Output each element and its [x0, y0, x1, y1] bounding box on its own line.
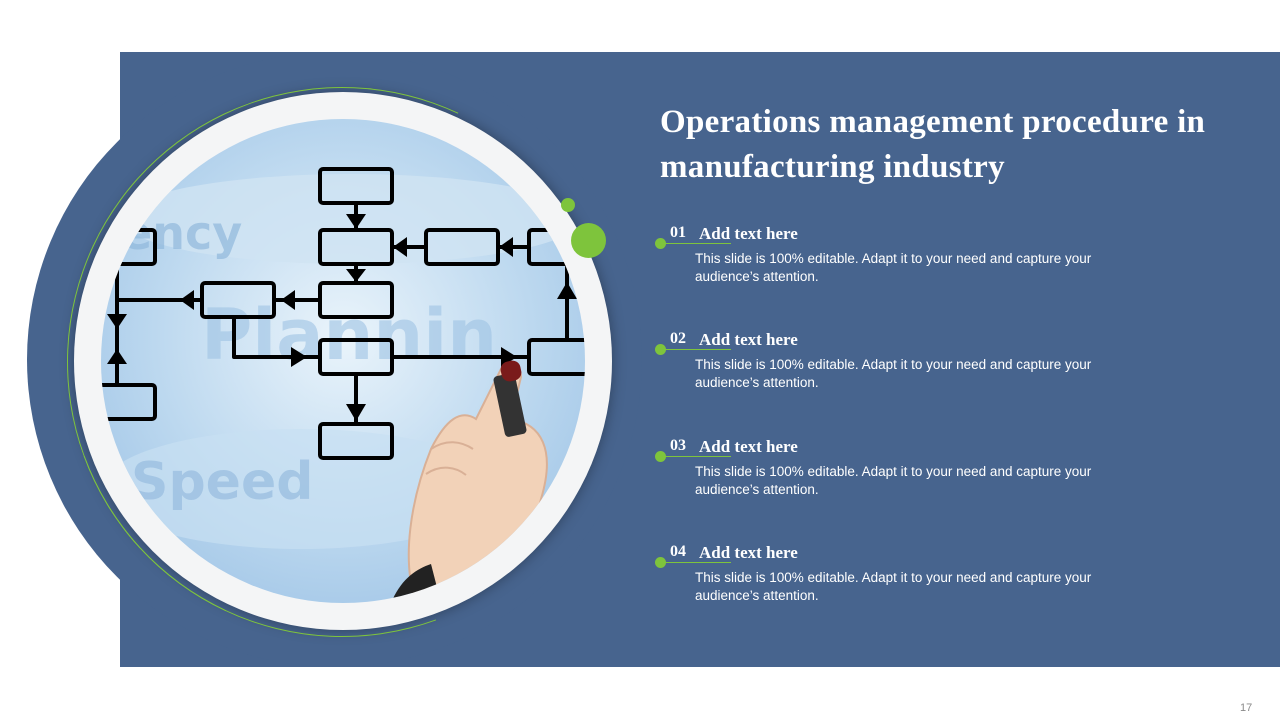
item-number: 04	[670, 543, 686, 560]
svg-text:Speed: Speed	[131, 452, 313, 512]
flowchart-photo: ency Plannin Speed	[101, 119, 585, 603]
item-heading: Add text here	[699, 543, 798, 562]
item-number: 02	[670, 330, 686, 347]
item-number: 03	[670, 437, 686, 454]
item-body: This slide is 100% editable. Adapt it to…	[695, 464, 1092, 497]
bullet-underline	[663, 349, 731, 350]
list-item-3: 03 Add text here This slide is 100% edit…	[655, 437, 1175, 517]
item-heading: Add text here	[699, 224, 798, 243]
svg-text:Plannin: Plannin	[201, 294, 497, 376]
bullet-underline	[663, 243, 731, 244]
item-body: This slide is 100% editable. Adapt it to…	[695, 357, 1092, 390]
accent-dot-large	[571, 223, 606, 258]
page-number: 17	[1240, 702, 1253, 714]
accent-dot-small	[561, 198, 575, 212]
bullet-underline	[663, 562, 731, 563]
list-item-1: 01 Add text here This slide is 100% edit…	[655, 224, 1175, 304]
bullet-dot	[655, 238, 666, 249]
item-body: This slide is 100% editable. Adapt it to…	[695, 251, 1092, 284]
item-body: This slide is 100% editable. Adapt it to…	[695, 570, 1092, 603]
item-number: 01	[670, 224, 686, 241]
list-item-4: 04 Add text here This slide is 100% edit…	[655, 543, 1175, 623]
hand-drawing-flowchart-icon: ency Plannin Speed	[101, 119, 585, 603]
bullet-dot	[655, 451, 666, 462]
item-heading: Add text here	[699, 437, 798, 456]
slide-title: Operations management procedure in manuf…	[660, 104, 1206, 185]
list-item-2: 02 Add text here This slide is 100% edit…	[655, 330, 1175, 410]
bullet-dot	[655, 557, 666, 568]
bullet-underline	[663, 456, 731, 457]
item-heading: Add text here	[699, 330, 798, 349]
bullet-dot	[655, 344, 666, 355]
